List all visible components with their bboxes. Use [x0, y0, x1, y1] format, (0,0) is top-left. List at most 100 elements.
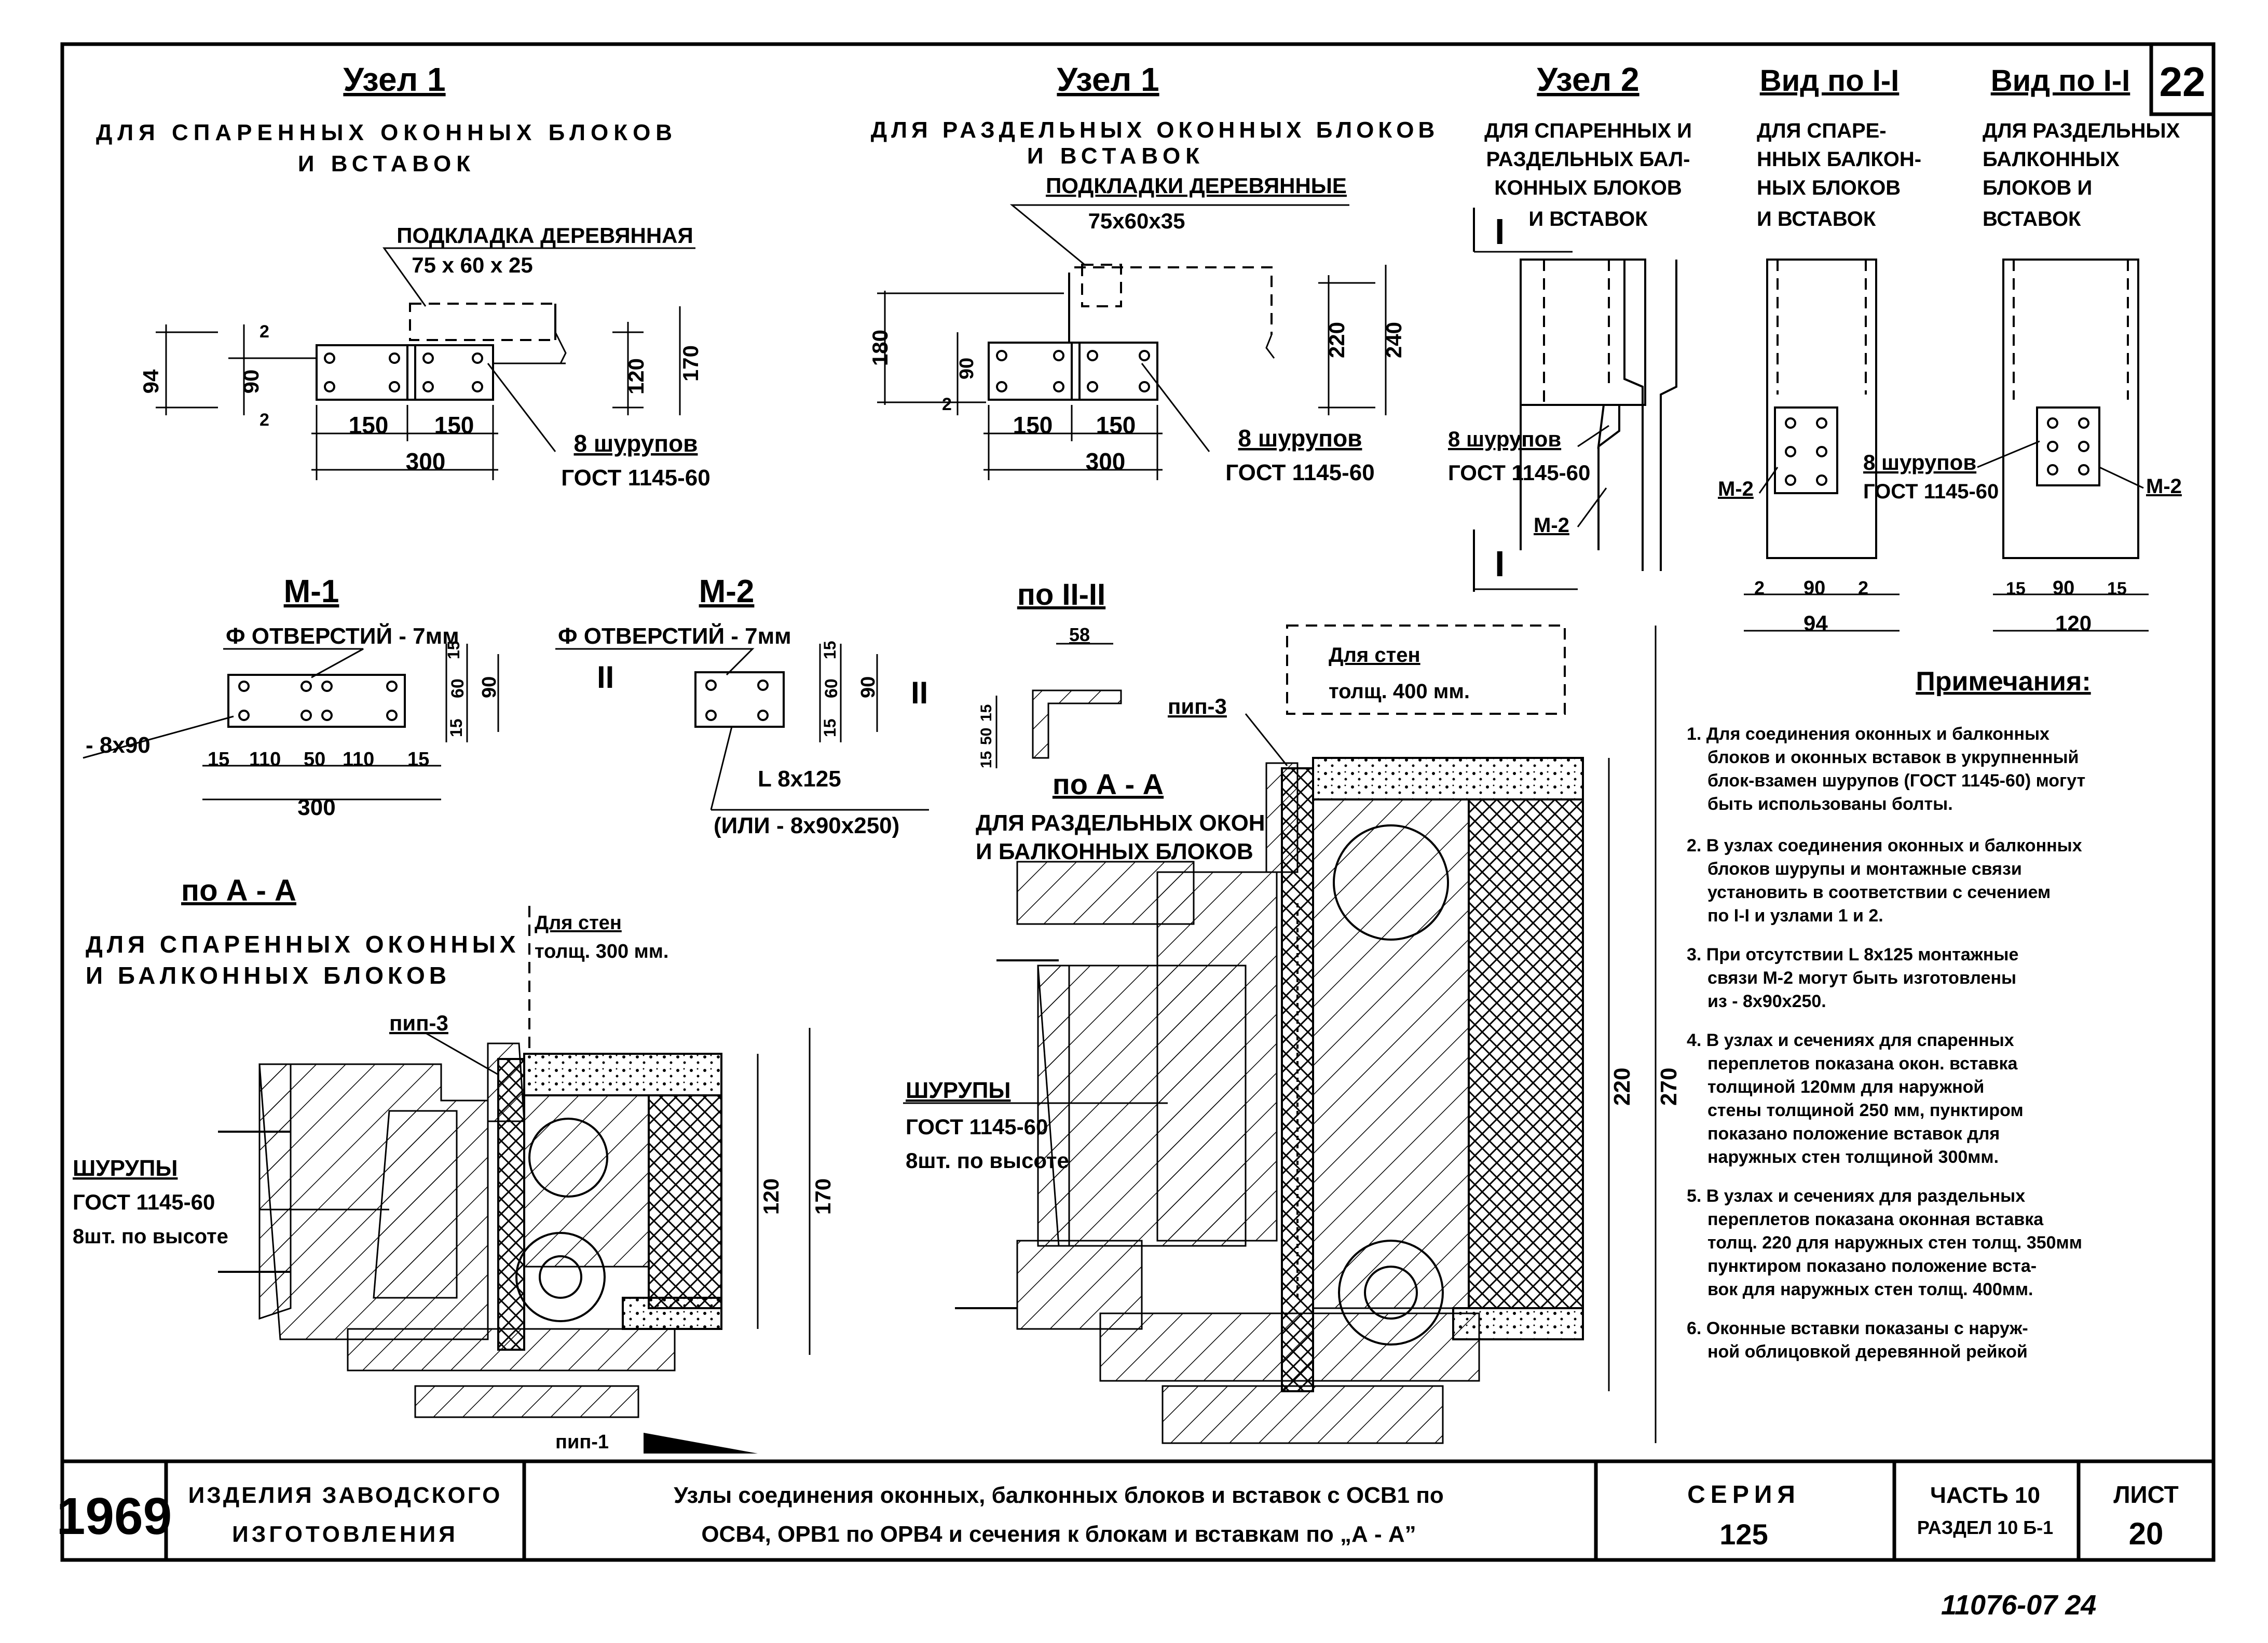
view1-line-3: НЫХ БЛОКОВ	[1757, 176, 1901, 199]
node1-right-dim-300: 300	[1086, 448, 1126, 475]
m2-v60: 60	[822, 678, 841, 698]
m1-d110b: 110	[343, 749, 374, 770]
m2-v15b: 15	[821, 718, 839, 737]
section-ii-ii: по II-II 58 15 50 15	[978, 578, 1122, 768]
m1-d50: 50	[304, 749, 325, 770]
section-aa-right-screws2: ГОСТ 1145-60	[906, 1115, 1048, 1139]
node1-right-gost: ГОСТ 1145-60	[1225, 460, 1374, 485]
m2-cut-left: II	[597, 660, 614, 695]
note-5-line-1: 5. В узлах и сечениях для раздельных	[1687, 1186, 2025, 1206]
node1-right-dim-2: 2	[942, 395, 952, 414]
view1-dim-94: 94	[1804, 611, 1828, 635]
view2-m2: М-2	[2146, 475, 2182, 498]
section-aa-left-line2: И БАЛКОННЫХ БЛОКОВ	[86, 962, 450, 989]
node1-left-dim-150b: 150	[434, 412, 474, 439]
m2-holes: Ф ОТВЕРСТИЙ - 7мм	[558, 622, 791, 649]
view1-line-2: ННЫХ БАЛКОН-	[1757, 148, 1921, 171]
section-aa-right-title: по А - А	[1053, 768, 1164, 800]
node2-mark-bottom: I	[1495, 544, 1505, 584]
node1-right-pad-size: 75х60х35	[1088, 209, 1185, 233]
m1-v60: 60	[448, 678, 468, 698]
section-aa-right-pip3: пип-3	[1168, 694, 1227, 718]
node1-right-dim-150b: 150	[1096, 412, 1136, 439]
node2-m2: М-2	[1534, 514, 1569, 537]
m1-v90: 90	[479, 676, 500, 698]
view-i-i-spared: Вид по I-I ДЛЯ СПАРЕ- ННЫХ БАЛКОН- НЫХ Б…	[1718, 64, 1921, 635]
node2-detail: Узел 2 ДЛЯ СПАРЕННЫХ И РАЗДЕЛЬНЫХ БАЛ- К…	[1448, 61, 1692, 592]
section-aa-right-screws1: ШУРУПЫ	[906, 1078, 1010, 1103]
node1-right-dim-240: 240	[1382, 322, 1406, 358]
note-1-line-1: 1. Для соединения оконных и балконных	[1687, 724, 2050, 744]
view2-dim-90: 90	[2053, 577, 2074, 599]
view2-dim-15b: 15	[2107, 579, 2127, 599]
node1-left-dim-2b: 2	[259, 410, 269, 430]
node1-left-subtitle2: И ВСТАВОК	[298, 151, 475, 176]
view-i-i-separate: Вид по I-I ДЛЯ РАЗДЕЛЬНЫХ БАЛКОННЫХ БЛОК…	[1863, 64, 2182, 635]
node1-left-pad-label: ПОДКЛАДКА ДЕРЕВЯННАЯ	[397, 223, 693, 248]
title-description-1: Узлы соединения оконных, балконных блоко…	[674, 1483, 1444, 1508]
view2-dim-15a: 15	[2006, 579, 2026, 599]
node1-separate-detail: Узел 1 ДЛЯ РАЗДЕЛЬНЫХ ОКОННЫХ БЛОКОВ И В…	[868, 61, 1434, 485]
note-2-line-2: блоков шурупы и монтажные связи	[1707, 859, 2022, 879]
note-6-line-1: 6. Оконные вставки показаны с наруж-	[1687, 1319, 2028, 1338]
section-ii-d50: 50	[978, 728, 995, 745]
node2-line-2: РАЗДЕЛЬНЫХ БАЛ-	[1486, 148, 1690, 171]
note-5-line-4: пунктиром показано положение вста-	[1707, 1256, 2037, 1276]
node1-left-plate	[316, 344, 494, 401]
node1-left-dim-170: 170	[678, 345, 703, 382]
note-5-line-3: толщ. 220 для наружных стен толщ. 350мм	[1707, 1233, 2082, 1253]
node1-right-screws: 8 шурупов	[1238, 425, 1362, 452]
m1-d300: 300	[297, 795, 335, 820]
bottom-stamp: 11076-07 24	[1941, 1590, 2096, 1621]
note-1-line-4: быть использованы болты.	[1707, 794, 1953, 814]
node1-left-dim-90: 90	[239, 370, 263, 394]
note-4-line-4: стены толщиной 250 мм, пунктиром	[1707, 1101, 2024, 1120]
node2-line-1: ДЛЯ СПАРЕННЫХ И	[1484, 119, 1692, 142]
view2-line-1: ДЛЯ РАЗДЕЛЬНЫХ	[1983, 119, 2180, 142]
node1-left-dim-2a: 2	[259, 322, 269, 342]
node1-spared-detail: Узел 1 ДЛЯ СПАРЕННЫХ ОКОННЫХ БЛОКОВ И ВС…	[96, 61, 711, 491]
view2-plate	[2036, 406, 2100, 486]
node2-line-4: И ВСТАВОК	[1528, 208, 1648, 230]
title-part-value: РАЗДЕЛ 10 Б-1	[1917, 1517, 2053, 1538]
view1-plate	[1774, 406, 1838, 494]
title-category-2: ИЗГОТОВЛЕНИЯ	[232, 1522, 458, 1547]
section-aa-left-screws2: ГОСТ 1145-60	[73, 1190, 215, 1214]
sheet-frame: 22	[60, 42, 2216, 1562]
view2-gost: ГОСТ 1145-60	[1863, 480, 1999, 503]
node1-left-title: Узел 1	[343, 61, 445, 98]
node1-left-dim-120: 120	[624, 358, 648, 395]
node1-right-dim-180: 180	[868, 330, 892, 366]
section-ii-d15a: 15	[978, 704, 995, 722]
section-aa-left-d120: 120	[759, 1178, 783, 1215]
view2-line-4: ВСТАВОК	[1983, 208, 2081, 230]
view2-title: Вид по I-I	[1991, 64, 2130, 98]
section-aa-left-pip1: пип-1	[555, 1431, 609, 1453]
note-2-line-3: установить в соответствии с сечением	[1707, 882, 2051, 902]
m1-v15a: 15	[444, 641, 463, 659]
view2-line-3: БЛОКОВ И	[1983, 176, 2092, 199]
view1-line-4: И ВСТАВОК	[1757, 208, 1876, 230]
m2-v90: 90	[857, 676, 879, 698]
node1-left-subtitle: ДЛЯ СПАРЕННЫХ ОКОННЫХ БЛОКОВ	[96, 120, 677, 145]
m2-plate	[694, 671, 785, 728]
view1-line-1: ДЛЯ СПАРЕ-	[1757, 119, 1887, 142]
note-1-line-3: блок-взамен шурупов (ГОСТ 1145-60) могут	[1707, 771, 2085, 791]
section-ii-title: по II-II	[1017, 578, 1105, 612]
view2-dim-120: 120	[2055, 611, 2092, 635]
m2-alt: (ИЛИ - 8х90х250)	[714, 813, 899, 838]
section-ii-d15b: 15	[978, 751, 995, 768]
note-3-line-2: связи М-2 могут быть изготовлены	[1707, 968, 2016, 988]
section-aa-spared: по А - А ДЛЯ СПАРЕННЫХ ОКОННЫХ И БАЛКОНН…	[73, 874, 835, 1454]
section-aa-left-title: по А - А	[181, 874, 296, 907]
note-2-line-4: по I-I и узлами 1 и 2.	[1707, 906, 1883, 926]
m1-title: М-1	[284, 574, 339, 609]
view2-screws: 8 шурупов	[1863, 450, 1976, 474]
view1-title: Вид по I-I	[1760, 64, 1900, 98]
title-category-1: ИЗДЕЛИЯ ЗАВОДСКОГО	[188, 1483, 502, 1508]
node2-title: Узел 2	[1537, 61, 1639, 98]
node1-right-dim-220: 220	[1324, 322, 1349, 358]
m1-v15b: 15	[447, 718, 466, 737]
section-aa-right-wall2: толщ. 400 мм.	[1329, 680, 1470, 703]
